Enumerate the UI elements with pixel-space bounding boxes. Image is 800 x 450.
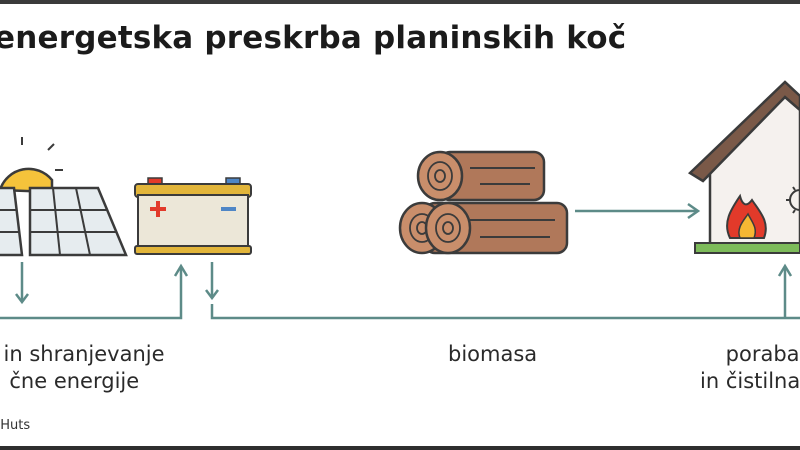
page-title: energetska preskrba planinskih koč [0,20,627,56]
arrow-biomass-to-house-head [687,202,701,220]
label-solar-storage: a in shranjevanje čne energije [0,341,165,395]
arrow-battery-down-head [205,289,219,301]
arrow-to-battery-head [173,263,189,277]
top-rule [0,0,800,4]
arrow-solar-down-head [15,293,29,305]
sun-icon [0,137,63,194]
source-credit: nHuts [0,418,31,433]
battery-icon [134,177,252,255]
firewood-logs-icon [398,150,569,255]
bottom-rule [0,446,800,450]
arrow-battery-to-house [210,304,800,320]
label-biomass: biomasa [448,342,538,366]
arrow-to-house-head [777,263,793,277]
label-solar-line2: čne energije [9,369,140,393]
label-consumption: poraba in čistilna [700,341,800,395]
flow-arrows [0,202,800,320]
solar-panel-icon [0,186,128,257]
label-use-line1: poraba [725,342,800,366]
house-fire-icon [687,80,800,254]
arrow-to-battery [0,268,183,320]
label-solar-line1: a in shranjevanje [0,342,165,366]
label-use-line2: in čistilna [700,369,800,393]
